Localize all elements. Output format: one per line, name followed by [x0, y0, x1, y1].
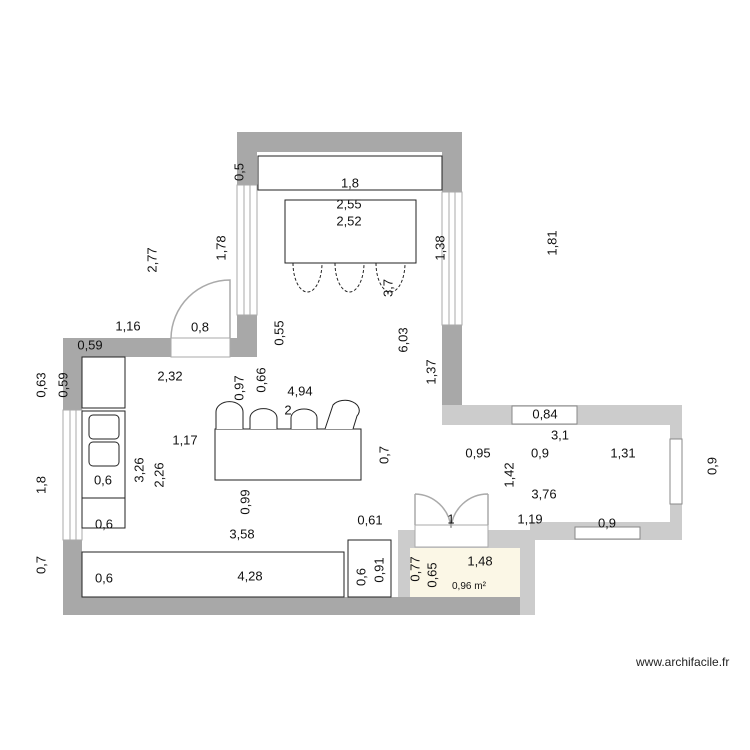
- dimension-label: 1,8: [33, 476, 48, 494]
- dimension-label: 2,52: [336, 213, 361, 228]
- dimension-label: 2: [284, 402, 291, 417]
- dimension-label: 3,26: [131, 457, 146, 482]
- dimension-label: 0,63: [33, 372, 48, 397]
- dimension-label: 3,1: [551, 427, 569, 442]
- openings: [62, 184, 683, 548]
- dimension-label: 1,31: [610, 445, 635, 460]
- small-room-floor: [410, 548, 520, 598]
- window: [511, 405, 578, 425]
- chair: [375, 262, 406, 293]
- dimension-label: 1,37: [423, 359, 438, 384]
- wall: [520, 533, 535, 615]
- watermark: www.archifacile.fr: [636, 655, 730, 669]
- dimension-label: 0,7: [376, 446, 391, 464]
- dimension-label: 6,03: [395, 327, 410, 352]
- dimension-label: 0,5: [231, 163, 246, 181]
- window: [62, 409, 83, 541]
- dimension-label: 1,17: [172, 432, 197, 447]
- dimension-label: 0,9: [531, 445, 549, 460]
- dimension-label: 2,32: [157, 368, 182, 383]
- dimension-label: 0,66: [253, 367, 268, 392]
- dimension-label: 0,91: [371, 557, 386, 582]
- dimension-label: 1,42: [501, 462, 516, 487]
- door[interactable]: [170, 337, 231, 358]
- double-door[interactable]: [414, 524, 489, 548]
- dimension-label: 2,77: [144, 247, 159, 272]
- dimension-label: 1,8: [341, 175, 359, 190]
- dimension-label: 0,55: [271, 320, 286, 345]
- dimension-label: 0,7: [33, 556, 48, 574]
- dimension-label: 0,95: [465, 445, 490, 460]
- dimension-label: 0,99: [237, 489, 252, 514]
- stool: [215, 401, 244, 429]
- dimension-label: 0,6: [95, 570, 113, 585]
- dimension-label: 1,16: [115, 318, 140, 333]
- dimension-label: 1,78: [213, 235, 228, 260]
- bottom-counter: [81, 551, 345, 598]
- window: [669, 438, 683, 505]
- dimension-label: 0,77: [407, 556, 422, 581]
- dimension-label: 2,55: [336, 196, 361, 211]
- dimension-label: 2,26: [151, 462, 166, 487]
- window: [236, 184, 258, 316]
- window: [441, 191, 463, 326]
- dimension-label: 0,65: [424, 562, 439, 587]
- dimension-label: 4,94: [287, 383, 312, 398]
- dimension-label: 1: [447, 511, 454, 526]
- door-swing: [170, 279, 231, 339]
- dimension-label: 0,9: [598, 515, 616, 530]
- wall: [237, 132, 462, 152]
- dimension-label: 1,48: [467, 553, 492, 568]
- dimension-label: 3,7: [380, 279, 395, 297]
- dimension-label: 0,97: [231, 375, 246, 400]
- dimension-label: 1,81: [544, 230, 559, 255]
- dimension-label: 1,19: [517, 511, 542, 526]
- dimension-label: 0,59: [77, 337, 102, 352]
- dimension-label: 1,38: [432, 235, 447, 260]
- dimension-label: 0,9: [704, 457, 719, 475]
- dishwasher: [81, 497, 126, 529]
- dimension-label: 0,6: [95, 516, 113, 531]
- dining-table: [284, 199, 417, 264]
- stool: [324, 399, 360, 430]
- kitchen-island: [214, 428, 362, 481]
- dimension-label: 0,6: [94, 472, 112, 487]
- dimension-label: 0,59: [55, 372, 70, 397]
- top-cabinet: [257, 155, 443, 191]
- side-cabinet: [347, 539, 392, 598]
- dimension-label: 0,84: [532, 406, 557, 421]
- door-swing: [414, 493, 489, 529]
- small-room-area: 0,96 m²: [452, 581, 487, 592]
- wall: [398, 597, 535, 615]
- stool: [249, 408, 278, 429]
- chair: [334, 262, 365, 293]
- stool: [290, 408, 318, 429]
- dimension-label: 0,8: [191, 319, 209, 334]
- fridge: [81, 356, 126, 409]
- window: [574, 526, 641, 540]
- wall: [398, 530, 410, 615]
- dimension-label: 0,6: [353, 568, 368, 586]
- sink-basin: [88, 414, 120, 440]
- dimension-label: 4,28: [237, 568, 262, 583]
- dimension-label: 0,61: [357, 512, 382, 527]
- dimension-label: 3,58: [229, 526, 254, 541]
- sink-basin: [88, 441, 120, 467]
- chair: [292, 262, 323, 293]
- furniture: [81, 155, 443, 598]
- dimension-label: 3,76: [531, 486, 556, 501]
- wall: [63, 597, 410, 615]
